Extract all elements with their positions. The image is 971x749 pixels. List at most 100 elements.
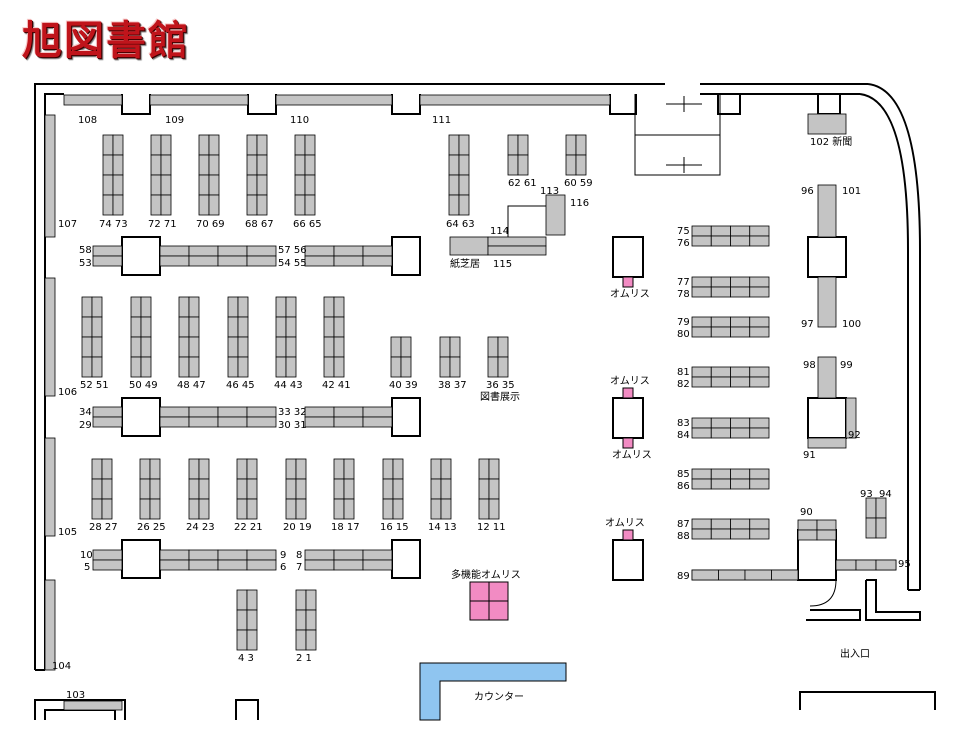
shelf-unit xyxy=(730,286,751,298)
shelf-unit xyxy=(246,245,277,257)
shelf-unit xyxy=(710,316,731,328)
shelf-unit xyxy=(497,336,509,358)
shelf-unit xyxy=(333,245,364,257)
shelf-unit xyxy=(294,174,306,196)
shelf-unit xyxy=(217,406,248,418)
label-95: 95 xyxy=(898,559,911,570)
label-105: 105 xyxy=(58,527,77,538)
shelf-unit xyxy=(730,366,751,378)
shelf-unit xyxy=(710,366,731,378)
shelf-unit xyxy=(188,245,219,257)
shelf-unit xyxy=(295,478,307,500)
shelf-unit xyxy=(102,134,114,156)
shelf-unit xyxy=(771,569,799,581)
label-88: 88 xyxy=(677,531,690,542)
label-107: 107 xyxy=(58,219,77,230)
shelf-unit xyxy=(295,458,307,480)
shelf-unit xyxy=(323,356,335,378)
shelf-unit xyxy=(81,296,93,318)
shelf-unit xyxy=(392,458,404,480)
shelf-unit xyxy=(458,154,470,176)
shelf-unit xyxy=(390,336,402,358)
label-26-25: 26 25 xyxy=(137,522,166,533)
shelf-unit xyxy=(575,154,587,176)
shelf-unit xyxy=(188,478,200,500)
label-101: 101 xyxy=(842,186,861,197)
shelf-unit xyxy=(333,498,345,520)
label-9: 9 xyxy=(280,550,286,561)
label-36-35: 36 35 xyxy=(486,380,515,391)
shelf-unit xyxy=(749,528,770,540)
shelf-unit xyxy=(304,255,335,267)
label-33-32: 33 32 xyxy=(278,407,307,418)
shelf-unit xyxy=(439,356,451,378)
label-60-59: 60 59 xyxy=(564,178,593,189)
label-72-71: 72 71 xyxy=(148,219,177,230)
shelf-unit xyxy=(730,478,751,490)
shelf-unit xyxy=(691,417,712,429)
shelf-unit xyxy=(730,235,751,247)
shelf-unit xyxy=(150,154,162,176)
shelf-unit xyxy=(217,549,248,561)
shelf-unit xyxy=(112,194,124,216)
label-108: 108 xyxy=(78,115,97,126)
wall-shelves xyxy=(44,94,847,711)
shelf-unit xyxy=(188,498,200,520)
shelf-unit xyxy=(691,326,712,338)
shelf-unit xyxy=(744,569,772,581)
shelf-unit xyxy=(691,518,712,530)
shelf-unit xyxy=(139,498,151,520)
shelf-unit xyxy=(295,589,307,611)
entrance-door xyxy=(809,579,837,607)
shelf-unit xyxy=(710,528,731,540)
omurisu-marks xyxy=(469,276,634,621)
label-94: 94 xyxy=(879,489,892,500)
label-104: 104 xyxy=(52,661,71,672)
shelf-unit xyxy=(478,498,490,520)
label-6: 6 xyxy=(280,562,286,573)
shelf-unit xyxy=(448,154,460,176)
shelf-unit xyxy=(333,316,345,338)
shelf-unit xyxy=(237,356,249,378)
label-79: 79 xyxy=(677,317,690,328)
label-66-65: 66 65 xyxy=(293,219,322,230)
shelf-unit xyxy=(449,336,461,358)
shelf-unit xyxy=(256,174,268,196)
shelf-unit xyxy=(730,326,751,338)
label-115: 115 xyxy=(493,259,512,270)
shelf-unit xyxy=(478,458,490,480)
label-53: 53 xyxy=(79,258,92,269)
shelf-unit xyxy=(188,356,200,378)
shelf-unit xyxy=(92,559,123,571)
label-62-61: 62 61 xyxy=(508,178,537,189)
shelf-unit xyxy=(749,276,770,288)
shelf-unit xyxy=(102,154,114,176)
page-title: 旭図書館 xyxy=(22,17,190,64)
shelf-unit xyxy=(691,569,719,581)
shelf-unit xyxy=(236,458,248,480)
shelf-unit xyxy=(390,356,402,378)
shelf-unit xyxy=(160,154,172,176)
shelf-unit xyxy=(730,225,751,237)
shelf-unit xyxy=(835,559,857,571)
shelf-unit xyxy=(362,549,393,561)
label-93: 93 xyxy=(860,489,873,500)
shelf-unit xyxy=(91,336,103,358)
shelf-unit xyxy=(275,316,287,338)
shelf-unit xyxy=(159,245,190,257)
shelf-unit xyxy=(323,336,335,358)
shelf-unit xyxy=(730,417,751,429)
shelf-unit xyxy=(236,478,248,500)
shelf-unit xyxy=(710,376,731,388)
shelf-unit xyxy=(256,134,268,156)
shelf-unit xyxy=(236,498,248,520)
shelf-unit xyxy=(382,458,394,480)
shelf-unit xyxy=(875,517,887,539)
shelf-unit xyxy=(517,134,529,156)
shelf-unit xyxy=(208,174,220,196)
label-7: 7 xyxy=(296,562,302,573)
shelf-unit xyxy=(227,296,239,318)
shelf-unit xyxy=(458,174,470,196)
shelf-unit xyxy=(488,478,500,500)
